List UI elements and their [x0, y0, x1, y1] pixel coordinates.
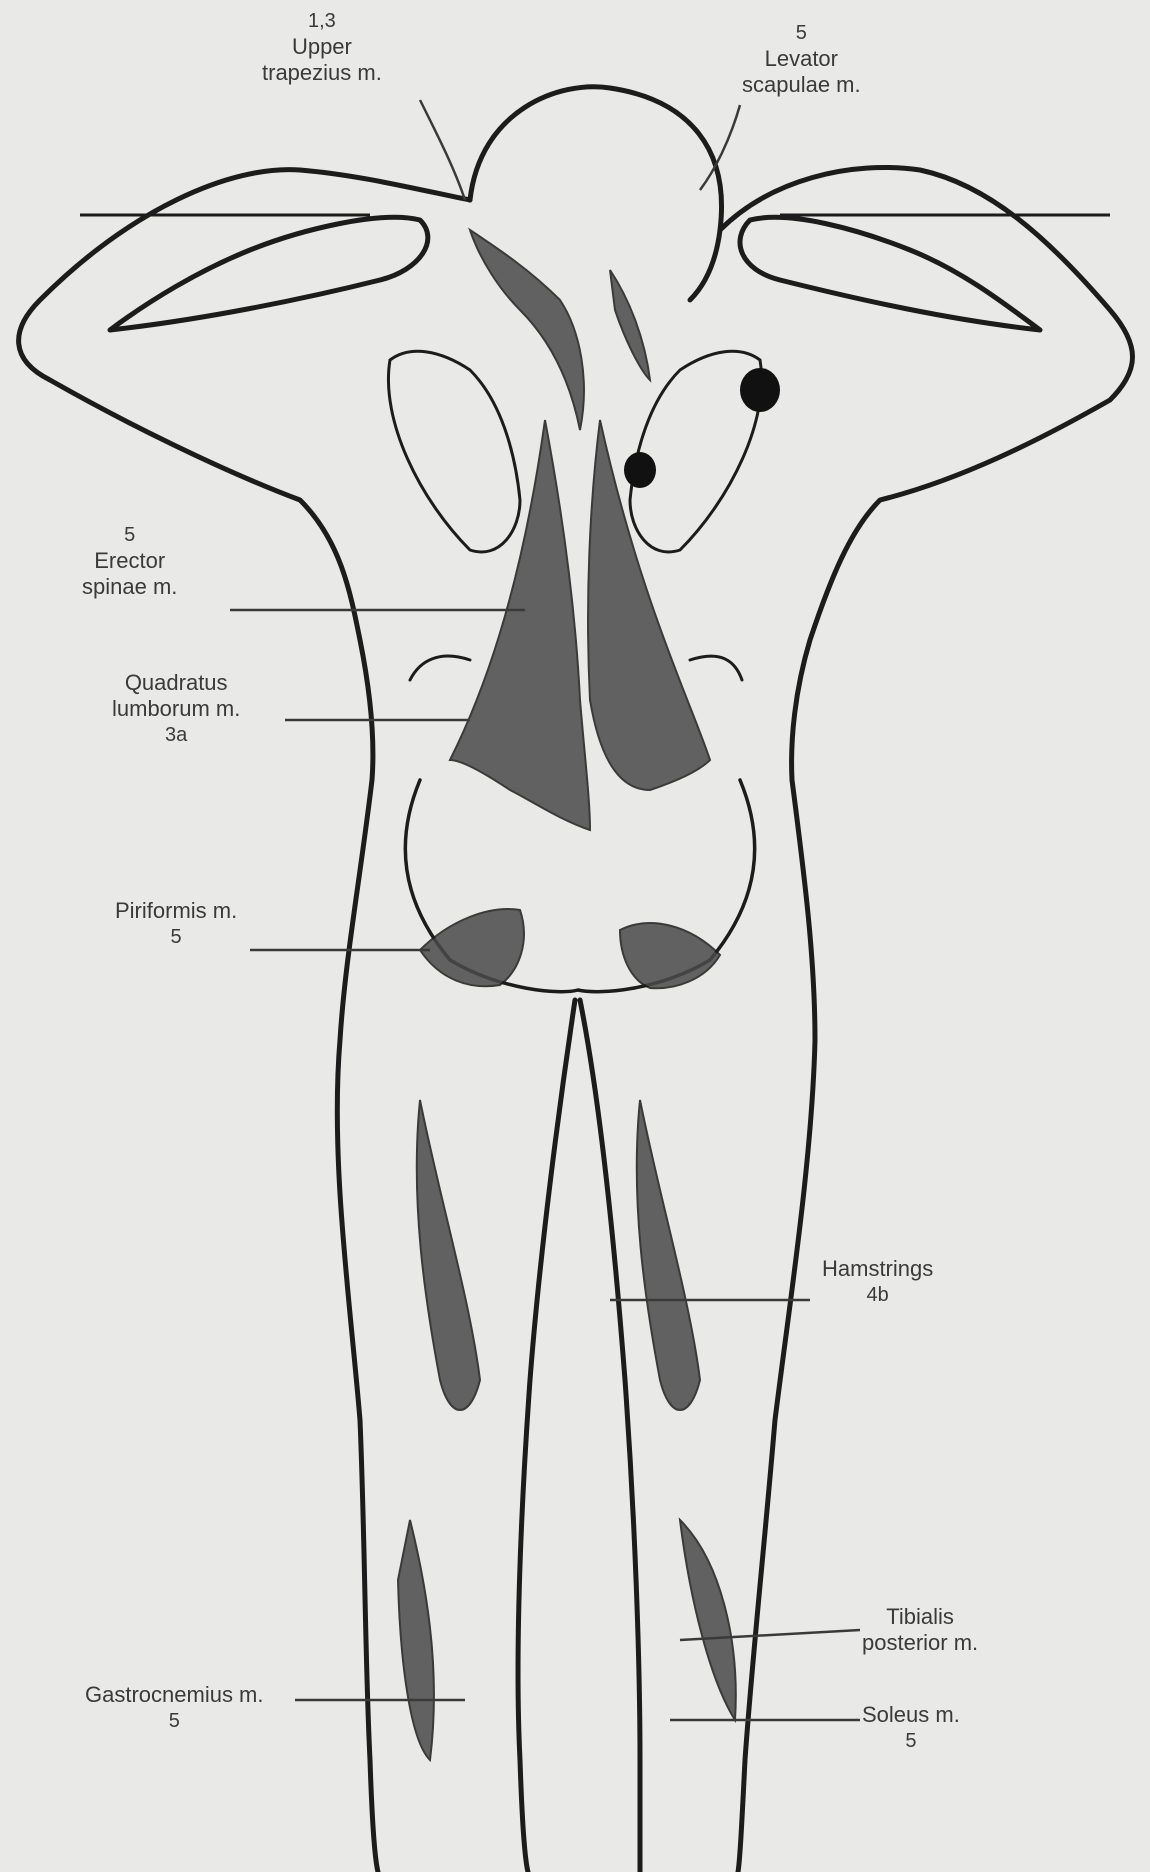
- leader-upper-trapezius: [420, 100, 465, 200]
- left-hamstring: [417, 1100, 480, 1410]
- left-scapula: [388, 351, 520, 552]
- right-forearm: [740, 217, 1040, 330]
- label-levator-scapulae: 5 Levator scapulae m.: [742, 20, 861, 98]
- left-piriformis: [420, 909, 524, 986]
- label-piriformis: Piriformis m. 5: [115, 898, 237, 950]
- right-piriformis: [620, 923, 720, 988]
- label-gastrocnemius: Gastrocnemius m. 5: [85, 1682, 264, 1734]
- trigger-point-upper: [740, 368, 780, 412]
- label-tibialis-posterior: Tibialis posterior m.: [862, 1604, 978, 1656]
- label-soleus: Soleus m. 5: [862, 1702, 960, 1754]
- left-inner-leg: [518, 1000, 575, 1872]
- trigger-point-lower: [624, 452, 656, 488]
- label-upper-trapezius: 1,3 Upper trapezius m.: [262, 8, 382, 86]
- spinal-muscles: [450, 420, 590, 830]
- left-calf: [398, 1520, 434, 1760]
- right-hamstring: [637, 1100, 700, 1410]
- left-forearm: [110, 217, 428, 330]
- levator-muscle: [610, 270, 650, 380]
- label-erector-spinae: 5 Erector spinae m.: [82, 522, 177, 600]
- label-hamstrings: Hamstrings 4b: [822, 1256, 933, 1308]
- label-quadratus-lumborum: Quadratus lumborum m. 3a: [112, 670, 240, 748]
- right-inner-leg: [580, 1000, 640, 1872]
- right-calf: [680, 1520, 736, 1720]
- rib-left: [410, 656, 470, 680]
- trapezius-muscle: [470, 230, 584, 430]
- rib-right: [690, 656, 742, 680]
